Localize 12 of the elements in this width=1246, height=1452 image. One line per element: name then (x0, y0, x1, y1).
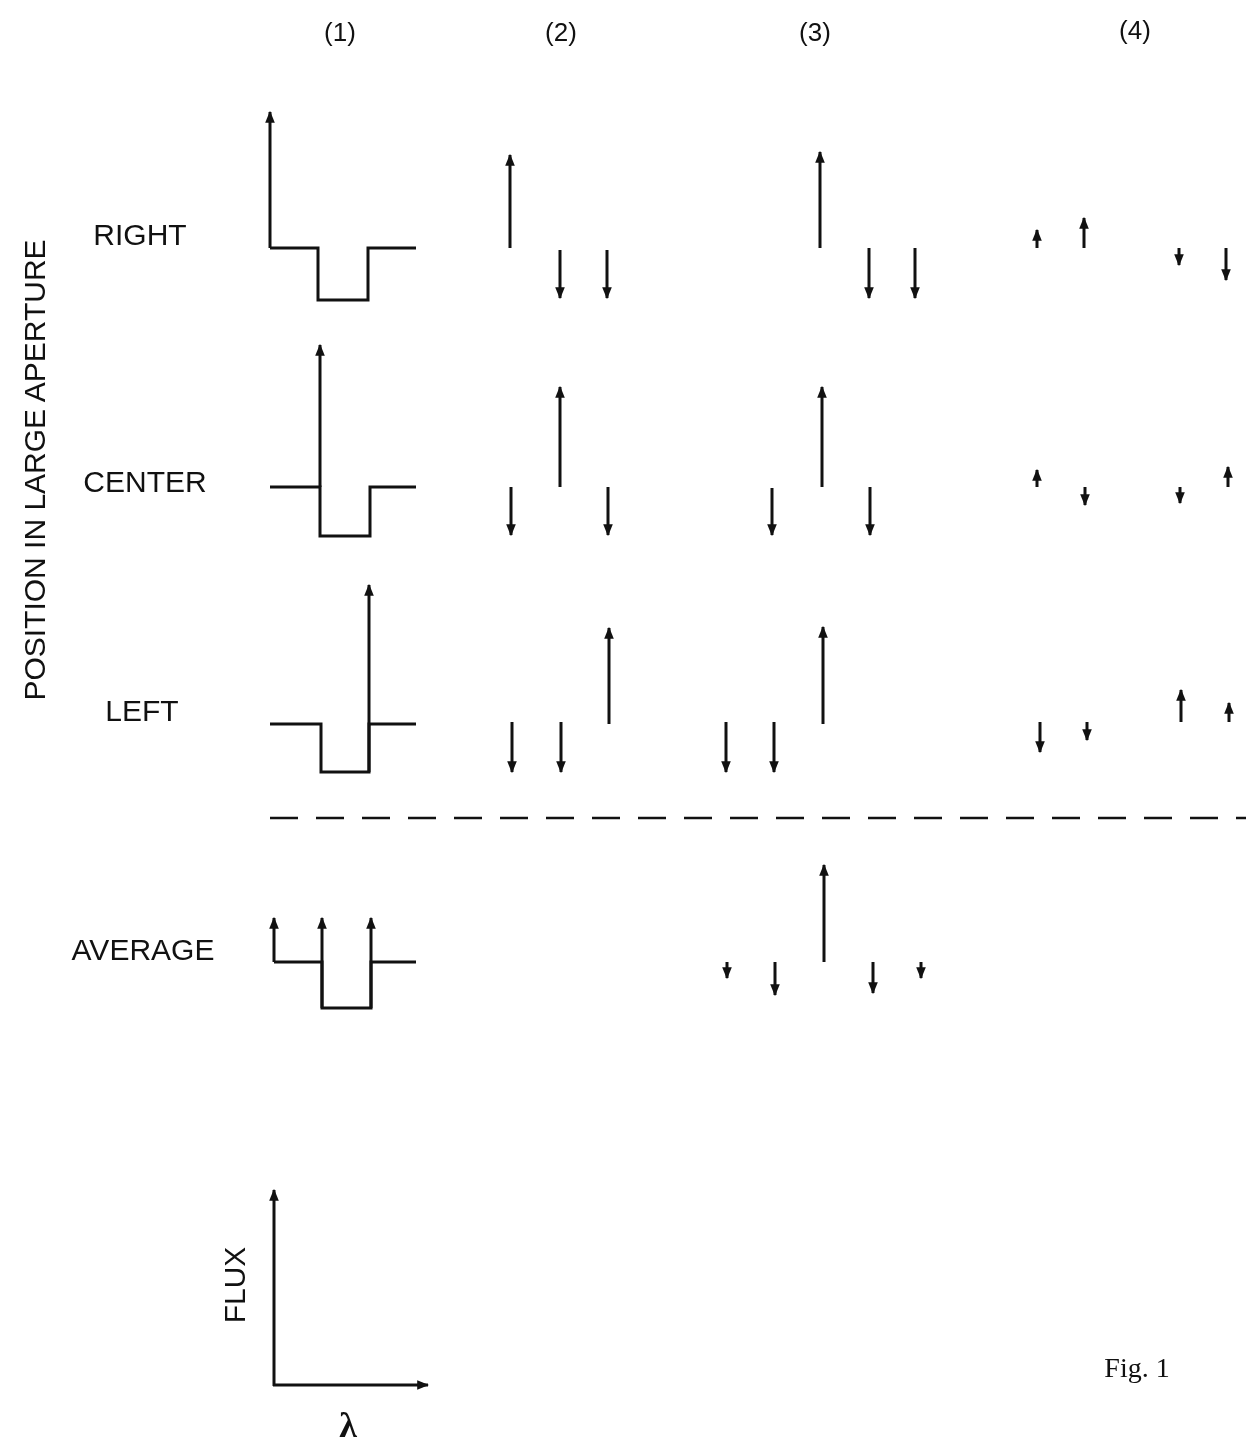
row-label: RIGHT (93, 218, 187, 252)
axis-title: POSITION IN LARGE APERTURE (18, 239, 52, 701)
row-label: AVERAGE (71, 933, 215, 967)
axis-label: FLUX (218, 1246, 252, 1324)
row-label: CENTER (83, 465, 207, 499)
column-number: (1) (324, 16, 356, 48)
column-number: (2) (545, 16, 577, 48)
column-number: (4) (1119, 14, 1151, 46)
figure-caption: Fig. 1 (1104, 1352, 1170, 1384)
column-number: (3) (799, 16, 831, 48)
axis-label: λ (339, 1404, 357, 1446)
row-label: LEFT (105, 694, 179, 728)
